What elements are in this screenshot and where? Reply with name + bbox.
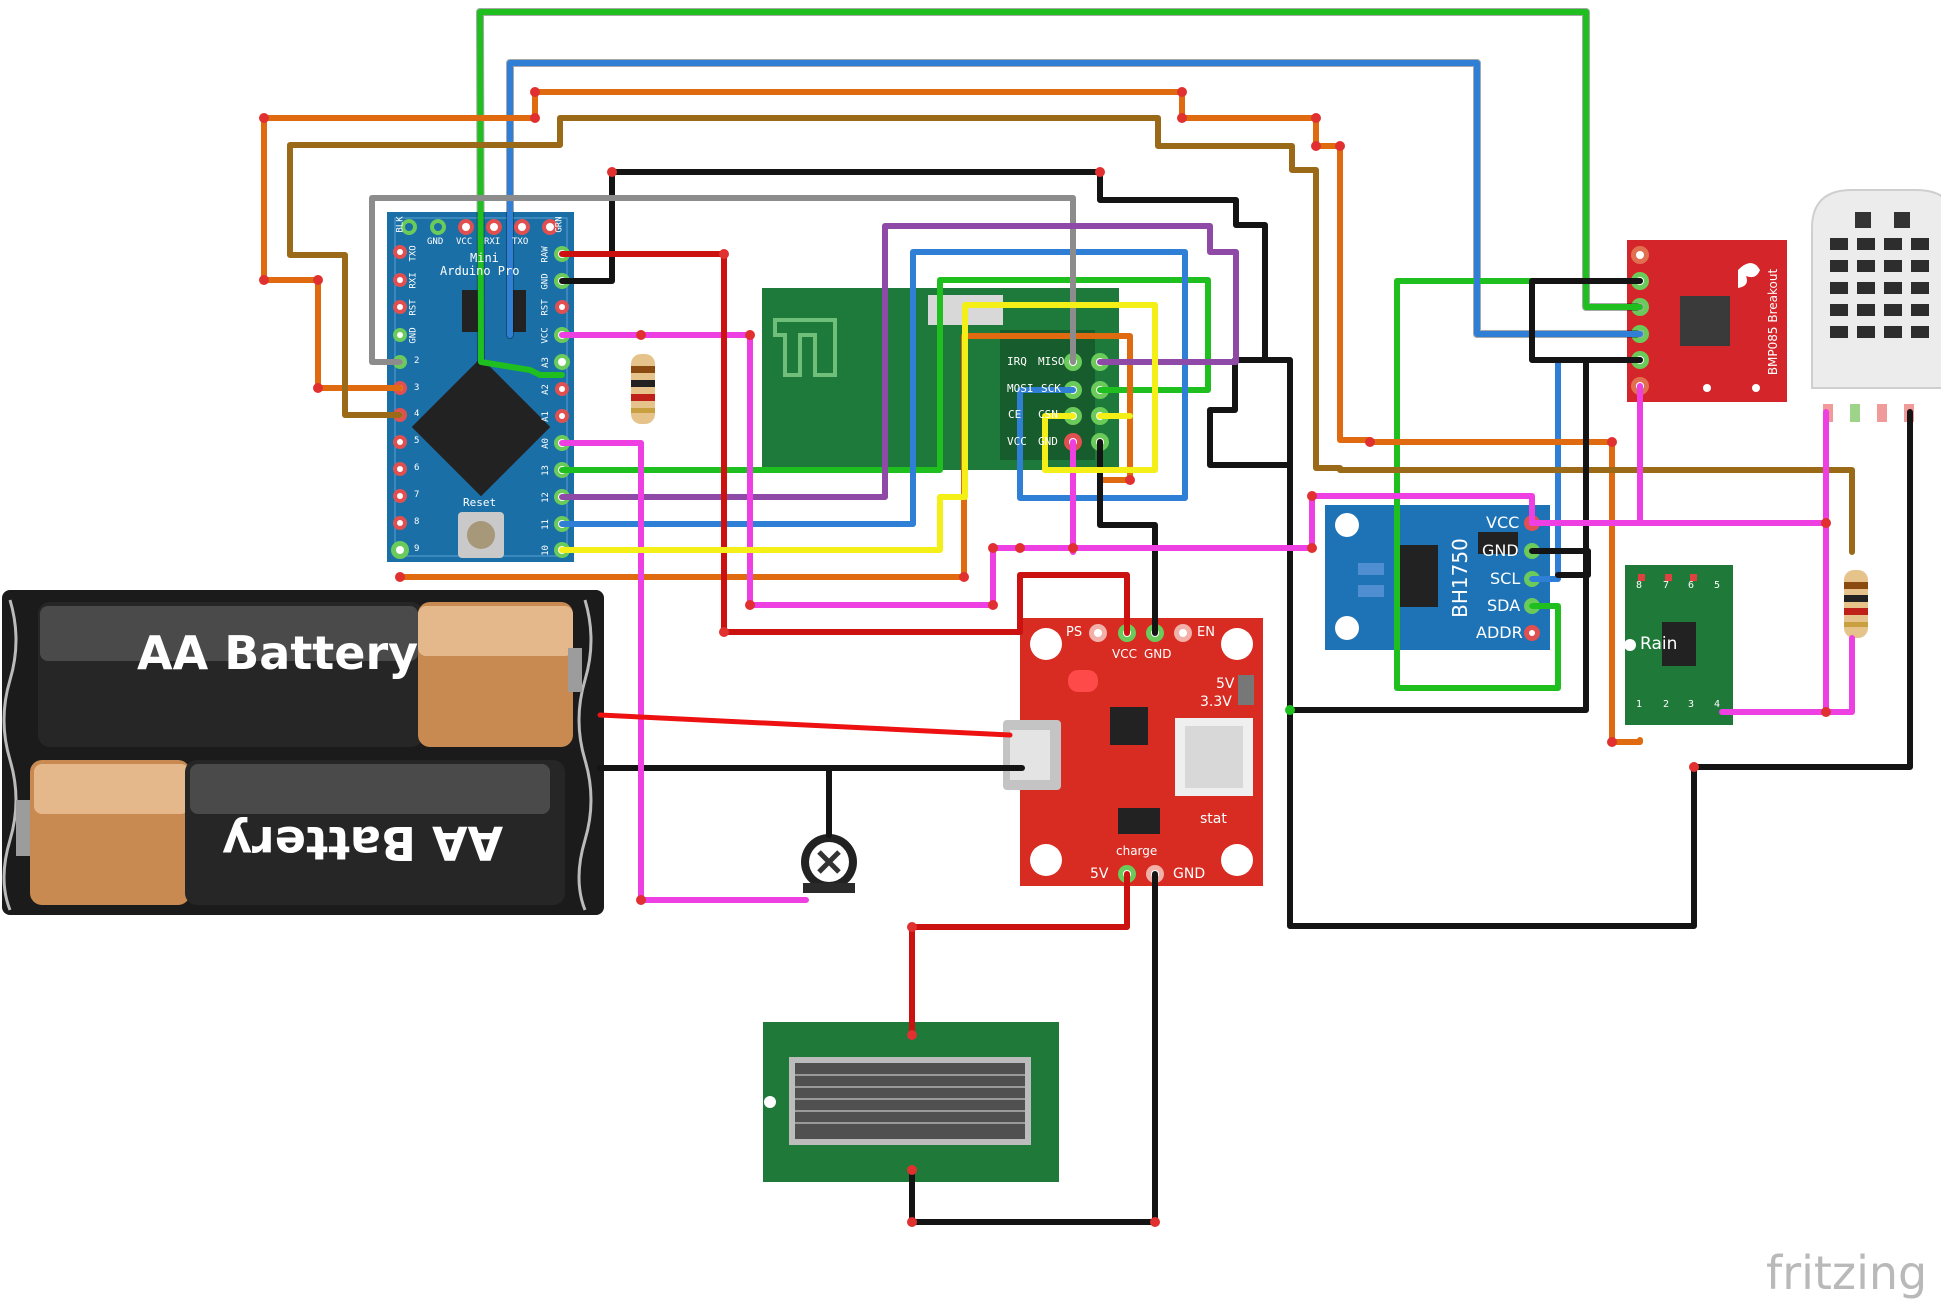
lipo-charger-board bbox=[1003, 618, 1263, 886]
wire-endpoints bbox=[259, 87, 1831, 1227]
wire-magenta-2 bbox=[559, 440, 809, 903]
wire-black-3 bbox=[1287, 409, 1913, 929]
trimmer-potentiometer bbox=[801, 834, 857, 893]
resistor-r2 bbox=[1844, 570, 1868, 638]
wire-green-1 bbox=[477, 9, 1643, 365]
wire-gray-1 bbox=[369, 195, 1076, 365]
wire-blue-3 bbox=[1529, 357, 1561, 582]
wire-black-4 bbox=[1207, 357, 1293, 468]
battery-top bbox=[38, 602, 582, 747]
wire-black-2 bbox=[1097, 439, 1158, 636]
bh1750-module bbox=[1325, 505, 1550, 650]
wire-magenta-6 bbox=[1719, 409, 1829, 715]
rain-sensor-module bbox=[1624, 565, 1733, 725]
wire-red-2 bbox=[597, 712, 1013, 738]
wire-yellow-1 bbox=[559, 302, 1158, 553]
wire-black-9 bbox=[1529, 278, 1643, 363]
wire-brown-1 bbox=[287, 115, 1855, 555]
battery-bottom bbox=[16, 760, 565, 905]
wire-green-4 bbox=[478, 359, 565, 378]
wire-black-1 bbox=[559, 169, 1643, 713]
wire-blue-2 bbox=[559, 249, 1188, 527]
wire-black-6 bbox=[909, 871, 1158, 1225]
bmp085-breakout bbox=[1627, 240, 1787, 402]
wire-black-5 bbox=[1529, 548, 1591, 578]
solar-panel bbox=[763, 1022, 1059, 1182]
battery-holder bbox=[2, 590, 604, 915]
wire-green-3 bbox=[1394, 278, 1643, 691]
wire-red-3 bbox=[909, 871, 1130, 1038]
wire-purple-1 bbox=[559, 223, 1239, 500]
dht22-sensor bbox=[1811, 189, 1941, 422]
resistor-r1 bbox=[631, 354, 655, 424]
arduino-pro-mini bbox=[387, 212, 574, 562]
wires bbox=[261, 8, 1913, 1225]
